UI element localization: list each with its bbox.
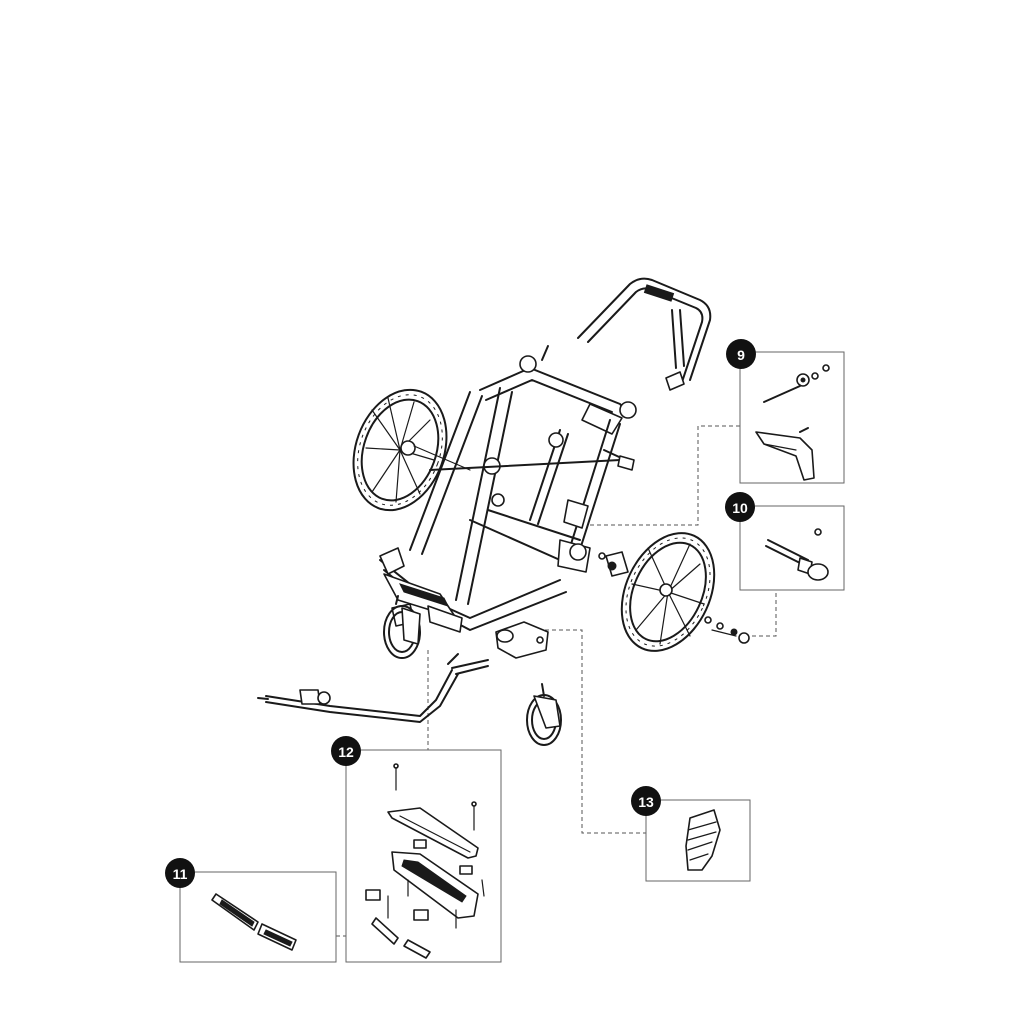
callout-label-13: 13 — [638, 794, 654, 810]
part-10-axle — [765, 528, 829, 581]
callout-badge-13: 13 — [631, 786, 661, 816]
callout-label-10: 10 — [732, 500, 748, 516]
detail-box-12 — [345, 749, 502, 963]
callout-badge-11: 11 — [165, 858, 195, 888]
rear-left-wheel — [352, 388, 471, 512]
part-11-clips — [211, 893, 297, 951]
stroller-frame — [379, 277, 712, 633]
callout-badge-9: 9 — [726, 339, 756, 369]
tow-arm — [257, 653, 489, 723]
callout-label-11: 11 — [173, 866, 188, 882]
callout-label-9: 9 — [737, 347, 745, 363]
callout-badge-12: 12 — [331, 736, 361, 766]
front-swivel-wheel-assembly — [495, 621, 562, 746]
detail-box-11 — [179, 871, 337, 963]
part-9-bracket — [755, 427, 815, 481]
front-left-swivel-wheel — [383, 595, 421, 659]
detail-box-10 — [739, 505, 845, 591]
detail-box-13 — [645, 799, 751, 882]
part-12-footrest — [365, 763, 485, 959]
rear-right-wheel — [598, 532, 750, 652]
callout-badge-10: 10 — [725, 492, 755, 522]
part-9-bolt — [763, 364, 830, 403]
detail-box-9 — [739, 351, 845, 484]
callout-label-12: 12 — [338, 744, 354, 760]
part-13-spring — [685, 809, 721, 871]
